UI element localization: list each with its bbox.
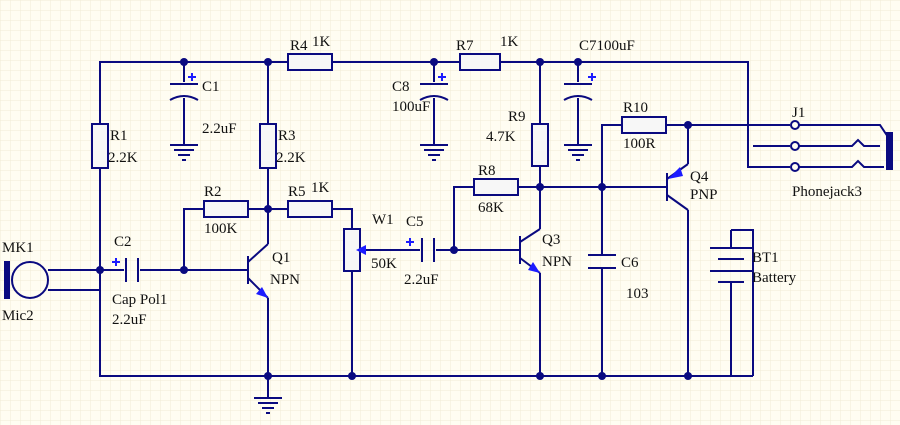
resistor-r5: R5 1K [287,180,333,218]
q4-ref-label: Q4 [690,169,709,185]
r5-value-label: 1K [311,180,330,196]
battery-bt1: BT1 Battery [710,247,797,286]
c8-ref-label: C8 [392,79,410,95]
c6-ref-label: C6 [621,255,639,271]
bt1-name-label: Battery [752,270,797,286]
transistor-q1: Q1 NPN [247,243,300,299]
r4-value-label: 1K [312,34,331,50]
c5-value-label: 2.2uF [404,272,439,288]
j1-name-label: Phonejack3 [792,184,862,200]
resistor-r3: R3 2.2K [259,123,306,169]
w1-value-label: 50K [371,256,397,272]
q1-ref-label: Q1 [272,250,290,266]
c1-ref-label: C1 [202,79,220,95]
r3-value-label: 2.2K [276,150,306,166]
c2-value-label: 2.2uF [112,312,147,328]
transistor-q3: Q3 NPN [519,228,572,274]
transistor-q4: Q4 PNP [666,163,718,211]
capacitor-c7: C7100uF [563,38,635,101]
mic-name-label: Mic2 [2,308,34,324]
r5-ref-label: R5 [288,184,306,200]
capacitor-c8: C8 100uF [392,73,449,115]
resistor-r4: R4 1K [287,34,333,71]
r8-ref-label: R8 [478,163,496,179]
resistor-r2: R2 100K [203,184,249,237]
r4-ref-label: R4 [290,38,308,54]
c8-value-label: 100uF [392,99,430,115]
r10-value-label: 100R [623,136,656,152]
q4-type-label: PNP [690,187,718,203]
r2-ref-label: R2 [204,184,222,200]
c2-name-label: Cap Pol1 [112,292,167,308]
wires [48,61,790,377]
resistor-r8: R8 68K [473,163,519,216]
r10-ref-label: R10 [623,100,648,116]
capacitor-c1: C1 2.2uF [169,73,237,137]
c2-ref-label: C2 [114,234,132,250]
c7-label: C7100uF [579,38,635,54]
c1-value-label: 2.2uF [202,121,237,137]
junctions [96,58,692,380]
c6-value-label: 103 [626,286,649,302]
phonejack-j1: J1 Phonejack3 [790,105,893,200]
q3-type-label: NPN [542,254,572,270]
r7-ref-label: R7 [456,38,474,54]
capacitor-c2: C2 Cap Pol1 2.2uF [112,234,167,328]
resistor-r7: R7 1K [456,34,519,71]
r1-ref-label: R1 [110,128,128,144]
q3-ref-label: Q3 [542,232,560,248]
potentiometer-w1: W1 50K [343,212,397,272]
resistor-r1: R1 2.2K [91,123,138,169]
microphone-mk1: MK1 Mic2 [2,240,49,324]
resistor-r10: R10 100R [621,100,667,152]
mic-ref-label: MK1 [2,240,34,256]
capacitor-c5: C5 2.2uF [404,214,439,288]
bt1-ref-label: BT1 [752,250,779,266]
r3-ref-label: R3 [278,128,296,144]
c5-ref-label: C5 [406,214,424,230]
resistor-r9: R9 4.7K [486,109,549,167]
r2-value-label: 100K [204,221,238,237]
r7-value-label: 1K [500,34,519,50]
w1-ref-label: W1 [372,212,394,228]
q1-type-label: NPN [270,272,300,288]
r9-value-label: 4.7K [486,129,516,145]
r1-value-label: 2.2K [108,150,138,166]
capacitor-c6: C6 103 [588,254,649,302]
j1-ref-label: J1 [792,105,805,121]
r9-ref-label: R9 [508,109,526,125]
r8-value-label: 68K [478,200,504,216]
